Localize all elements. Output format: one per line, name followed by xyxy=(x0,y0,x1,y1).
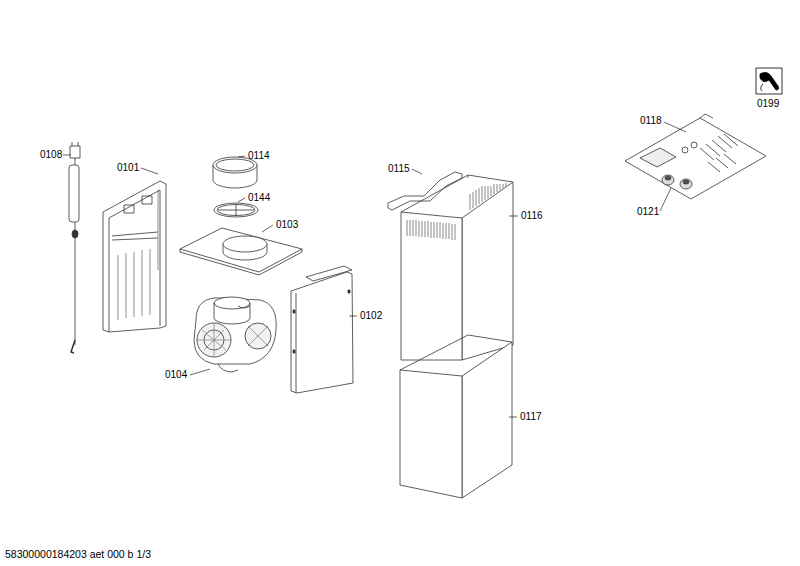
mounting-plate xyxy=(180,228,302,275)
lower-chimney xyxy=(400,335,512,498)
callout-number: 0104 xyxy=(165,369,187,381)
blower-motor xyxy=(194,297,276,372)
callout-number: 0117 xyxy=(520,411,542,423)
cable-grommets xyxy=(662,175,692,189)
chimney-bracket xyxy=(388,172,462,210)
callout-number: 0102 xyxy=(360,310,382,322)
callout-number: 0103 xyxy=(276,219,298,231)
callout-number: 0118 xyxy=(640,115,662,127)
power-cable xyxy=(69,142,80,353)
callout-number: 0116 xyxy=(521,210,543,222)
callout-number: 0114 xyxy=(248,150,270,162)
back-panel xyxy=(103,181,166,332)
callout-number: 0101 xyxy=(117,162,139,174)
callout-number: 0199 xyxy=(757,98,779,110)
document-number: 58300000184203 aet 000 b 1/3 xyxy=(5,548,151,560)
callout-number: 0108 xyxy=(40,149,62,161)
side-panel xyxy=(291,266,353,393)
upper-chimney xyxy=(401,175,513,360)
air-collar xyxy=(213,157,257,188)
fittings-bag xyxy=(625,114,766,199)
callout-number: 0115 xyxy=(388,163,410,175)
leader-lines xyxy=(63,122,686,417)
callout-number: 0121 xyxy=(637,206,659,218)
backdraft-flap xyxy=(214,203,258,217)
tool-icon xyxy=(756,68,782,94)
callout-number: 0144 xyxy=(248,192,270,204)
